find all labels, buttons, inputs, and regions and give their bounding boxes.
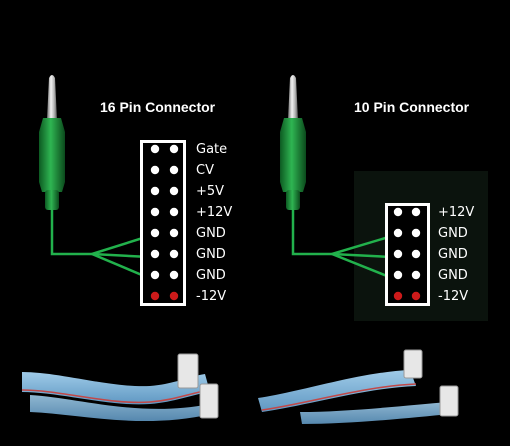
pin-label-gnd-3: GND: [196, 268, 226, 283]
pin-label-gnd-2: GND: [196, 247, 226, 262]
banana-plug-1: [39, 75, 65, 210]
pin-dot: [393, 291, 403, 301]
plug-lead-wire: [291, 210, 332, 256]
pin-dot: [411, 270, 421, 280]
pin-dot: [393, 249, 403, 259]
pin-dot: [150, 291, 160, 301]
pin-dot: [411, 228, 421, 238]
pin-dot: [393, 207, 403, 217]
pin-label-12v: +12V: [438, 205, 474, 220]
pin-dot: [169, 270, 179, 280]
pin-label-gnd-1: GND: [196, 226, 226, 241]
ribbon-cable-10-pin: [258, 349, 459, 424]
pin-dot: [150, 228, 160, 238]
pin-label-12v: +12V: [196, 205, 232, 220]
pin-dot: [393, 228, 403, 238]
pin-dot: [150, 144, 160, 154]
pin-dot: [169, 165, 179, 175]
pin-dot: [169, 228, 179, 238]
pin-dot: [150, 249, 160, 259]
pin-dot: [169, 249, 179, 259]
pins-10-pin: [393, 207, 421, 301]
banana-plug-2: [280, 75, 306, 210]
title-10-pin: 10 Pin Connector: [354, 99, 470, 115]
pin-dot: [169, 207, 179, 217]
labels-16-pin: Gate CV +5V +12V GND GND GND -12V: [196, 142, 232, 304]
title-16-pin: 16 Pin Connector: [100, 99, 216, 115]
pin-dot: [150, 165, 160, 175]
pin-label-gnd-2: GND: [438, 247, 468, 262]
ribbon-cable-16-pin: [21, 353, 219, 422]
pin-label-cv: CV: [196, 163, 214, 178]
pin-dot: [169, 291, 179, 301]
pin-label-gnd-1: GND: [438, 226, 468, 241]
pin-dot: [150, 270, 160, 280]
pin-label-5v: +5V: [196, 184, 224, 199]
pin-label-neg12v: -12V: [438, 289, 468, 304]
pin-label-gnd-3: GND: [438, 268, 468, 283]
pin-dot: [393, 270, 403, 280]
pins-16-pin: [150, 144, 179, 301]
labels-10-pin: +12V GND GND GND -12V: [438, 205, 474, 304]
pin-dot: [411, 291, 421, 301]
pin-label-gate: Gate: [196, 142, 227, 157]
pin-dot: [169, 144, 179, 154]
pin-dot: [150, 207, 160, 217]
pin-label-neg12v: -12V: [196, 289, 226, 304]
pin-dot: [411, 249, 421, 259]
pin-dot: [150, 186, 160, 196]
pin-dot: [169, 186, 179, 196]
pin-dot: [411, 207, 421, 217]
plug-lead-wire: [50, 210, 92, 256]
